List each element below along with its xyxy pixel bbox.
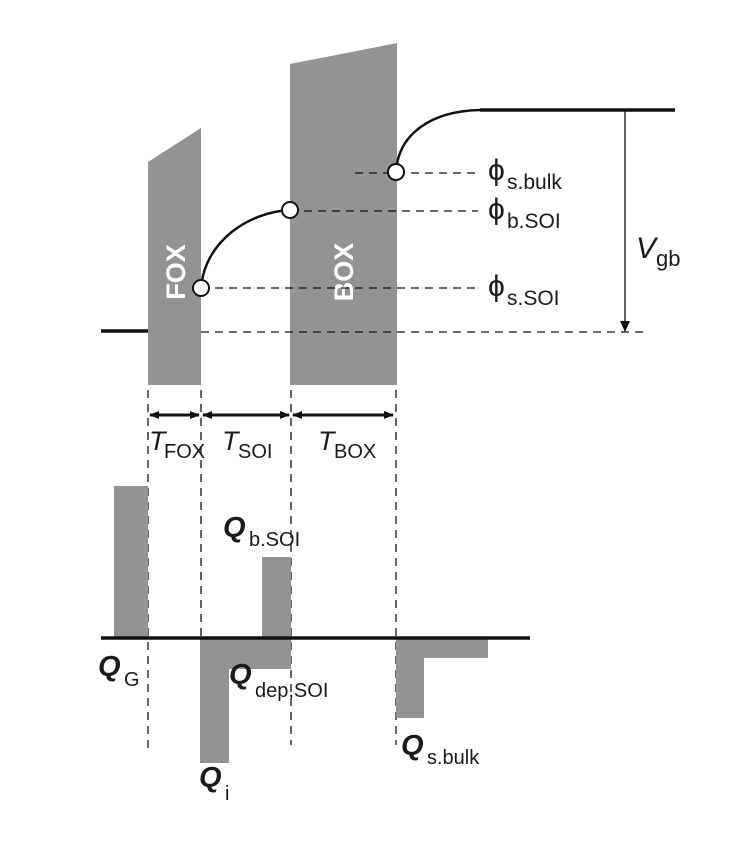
svg-text:s.bulk: s.bulk bbox=[507, 171, 562, 194]
svg-text:FOX: FOX bbox=[164, 441, 205, 463]
charge-bar-bulk-shallow bbox=[424, 638, 488, 658]
svg-text:b.SOI: b.SOI bbox=[249, 529, 300, 551]
charge-bar-depletion-soi bbox=[229, 638, 291, 669]
fox-label: FOX bbox=[161, 244, 191, 300]
q-inversion-label: Q i bbox=[199, 762, 229, 805]
q-s-bulk-label: Q s.bulk bbox=[401, 730, 480, 769]
charge-bar-inversion bbox=[200, 638, 229, 763]
charge-bar-back-soi bbox=[262, 557, 291, 638]
phi-s-soi-marker bbox=[192, 279, 210, 297]
t-fox-label: T FOX bbox=[149, 426, 205, 463]
svg-text:dep,SOI: dep,SOI bbox=[255, 680, 328, 702]
svg-text:T: T bbox=[149, 426, 168, 456]
svg-text:s.bulk: s.bulk bbox=[427, 747, 480, 769]
svg-text:i: i bbox=[225, 783, 229, 805]
svg-text:ϕ: ϕ bbox=[488, 154, 505, 187]
t-soi-label: T SOI bbox=[222, 426, 272, 463]
svg-text:ϕ: ϕ bbox=[488, 193, 505, 226]
q-gate-label: Q G bbox=[98, 651, 140, 691]
svg-text:Q: Q bbox=[199, 762, 222, 794]
svg-text:b.SOI: b.SOI bbox=[507, 210, 561, 233]
svg-text:SOI: SOI bbox=[238, 441, 272, 463]
svg-text:Q: Q bbox=[98, 651, 121, 683]
phi-b-soi-label: ϕ b.SOI bbox=[488, 193, 561, 233]
svg-text:ϕ: ϕ bbox=[488, 270, 505, 303]
phi-s-bulk-label: ϕ s.bulk bbox=[488, 154, 562, 194]
q-back-soi-label: Q b.SOI bbox=[223, 512, 300, 551]
svg-text:s.SOI: s.SOI bbox=[507, 287, 560, 310]
q-dep-soi-label: Q dep,SOI bbox=[229, 659, 328, 702]
box-label: BOX bbox=[329, 243, 359, 302]
charge-bar-gate bbox=[114, 486, 148, 638]
svg-text:T: T bbox=[318, 426, 337, 456]
fox-oxide-block bbox=[148, 128, 201, 385]
vgb-label: V gb bbox=[636, 232, 680, 271]
phi-s-bulk-marker bbox=[387, 163, 405, 181]
svg-text:Q: Q bbox=[223, 512, 246, 544]
phi-b-soi-marker bbox=[281, 201, 299, 219]
svg-text:Q: Q bbox=[401, 730, 424, 762]
svg-text:BOX: BOX bbox=[334, 441, 376, 463]
svg-text:gb: gb bbox=[656, 246, 680, 271]
svg-text:Q: Q bbox=[229, 659, 252, 691]
vgb-arrowhead-icon bbox=[620, 321, 630, 332]
charge-bar-bulk-deep bbox=[396, 638, 424, 718]
svg-text:T: T bbox=[222, 426, 241, 456]
soi-potential-curve bbox=[199, 208, 291, 289]
phi-s-soi-label: ϕ s.SOI bbox=[488, 270, 560, 310]
svg-text:V: V bbox=[636, 232, 659, 265]
box-oxide-block bbox=[290, 43, 397, 385]
t-box-label: T BOX bbox=[318, 426, 376, 463]
bulk-potential-curve bbox=[394, 108, 481, 173]
svg-text:G: G bbox=[124, 669, 140, 691]
